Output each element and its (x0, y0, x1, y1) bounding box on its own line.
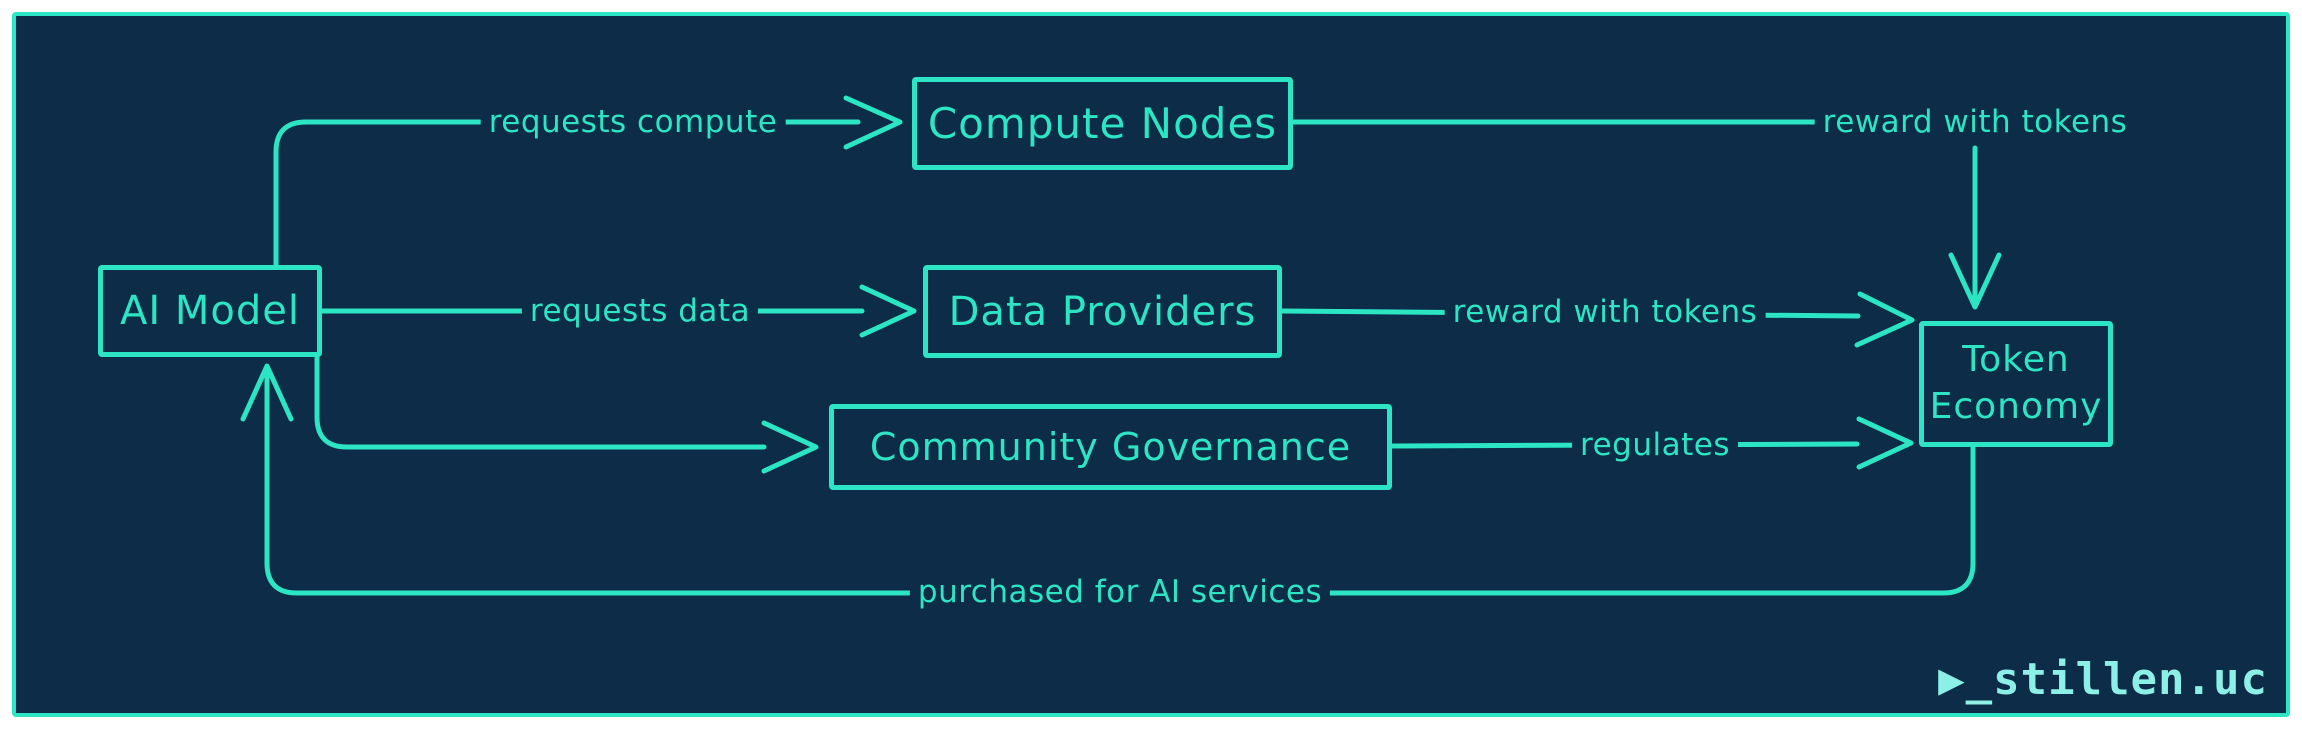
edge-label-purchased: purchased for AI services (909, 571, 1331, 613)
edge-label-reward-with-tokens-top: reward with tokens (1814, 101, 2136, 143)
node-ai-model-label: AI Model (120, 288, 300, 334)
node-compute-nodes: Compute Nodes (912, 77, 1293, 170)
node-data-providers: Data Providers (923, 265, 1282, 358)
edge-label-reward-with-tokens-mid: reward with tokens (1444, 291, 1766, 333)
edge-ai-governance-line (314, 354, 767, 450)
edge-label-regulates: regulates (1572, 424, 1738, 466)
node-compute-nodes-label: Compute Nodes (927, 99, 1278, 148)
node-ai-model: AI Model (98, 265, 322, 357)
node-community-governance-label: Community Governance (869, 425, 1352, 469)
edge-reward-data-arrowhead-icon (1854, 291, 1915, 348)
edge-requests-compute-line (273, 119, 861, 268)
watermark: ▶_stillen.uc (1938, 654, 2268, 705)
node-data-providers-label: Data Providers (948, 288, 1257, 335)
edge-label-requests-data: requests data (521, 290, 759, 332)
edge-label-requests-compute: requests compute (480, 101, 786, 143)
edge-regulates-arrowhead-icon (1856, 416, 1914, 470)
edge-purchased-arrowhead-icon (240, 363, 294, 422)
node-token-economy-label: Token Economy (1929, 339, 2103, 427)
node-community-governance: Community Governance (829, 404, 1392, 490)
node-token-economy: Token Economy (1919, 321, 2113, 447)
edge-reward-compute-arrowhead-icon (1948, 252, 2002, 310)
edge-ai-governance-arrowhead-icon (761, 420, 819, 474)
edge-requests-compute-arrowhead-icon (843, 95, 903, 150)
edge-requests-data-arrowhead-icon (859, 284, 917, 338)
